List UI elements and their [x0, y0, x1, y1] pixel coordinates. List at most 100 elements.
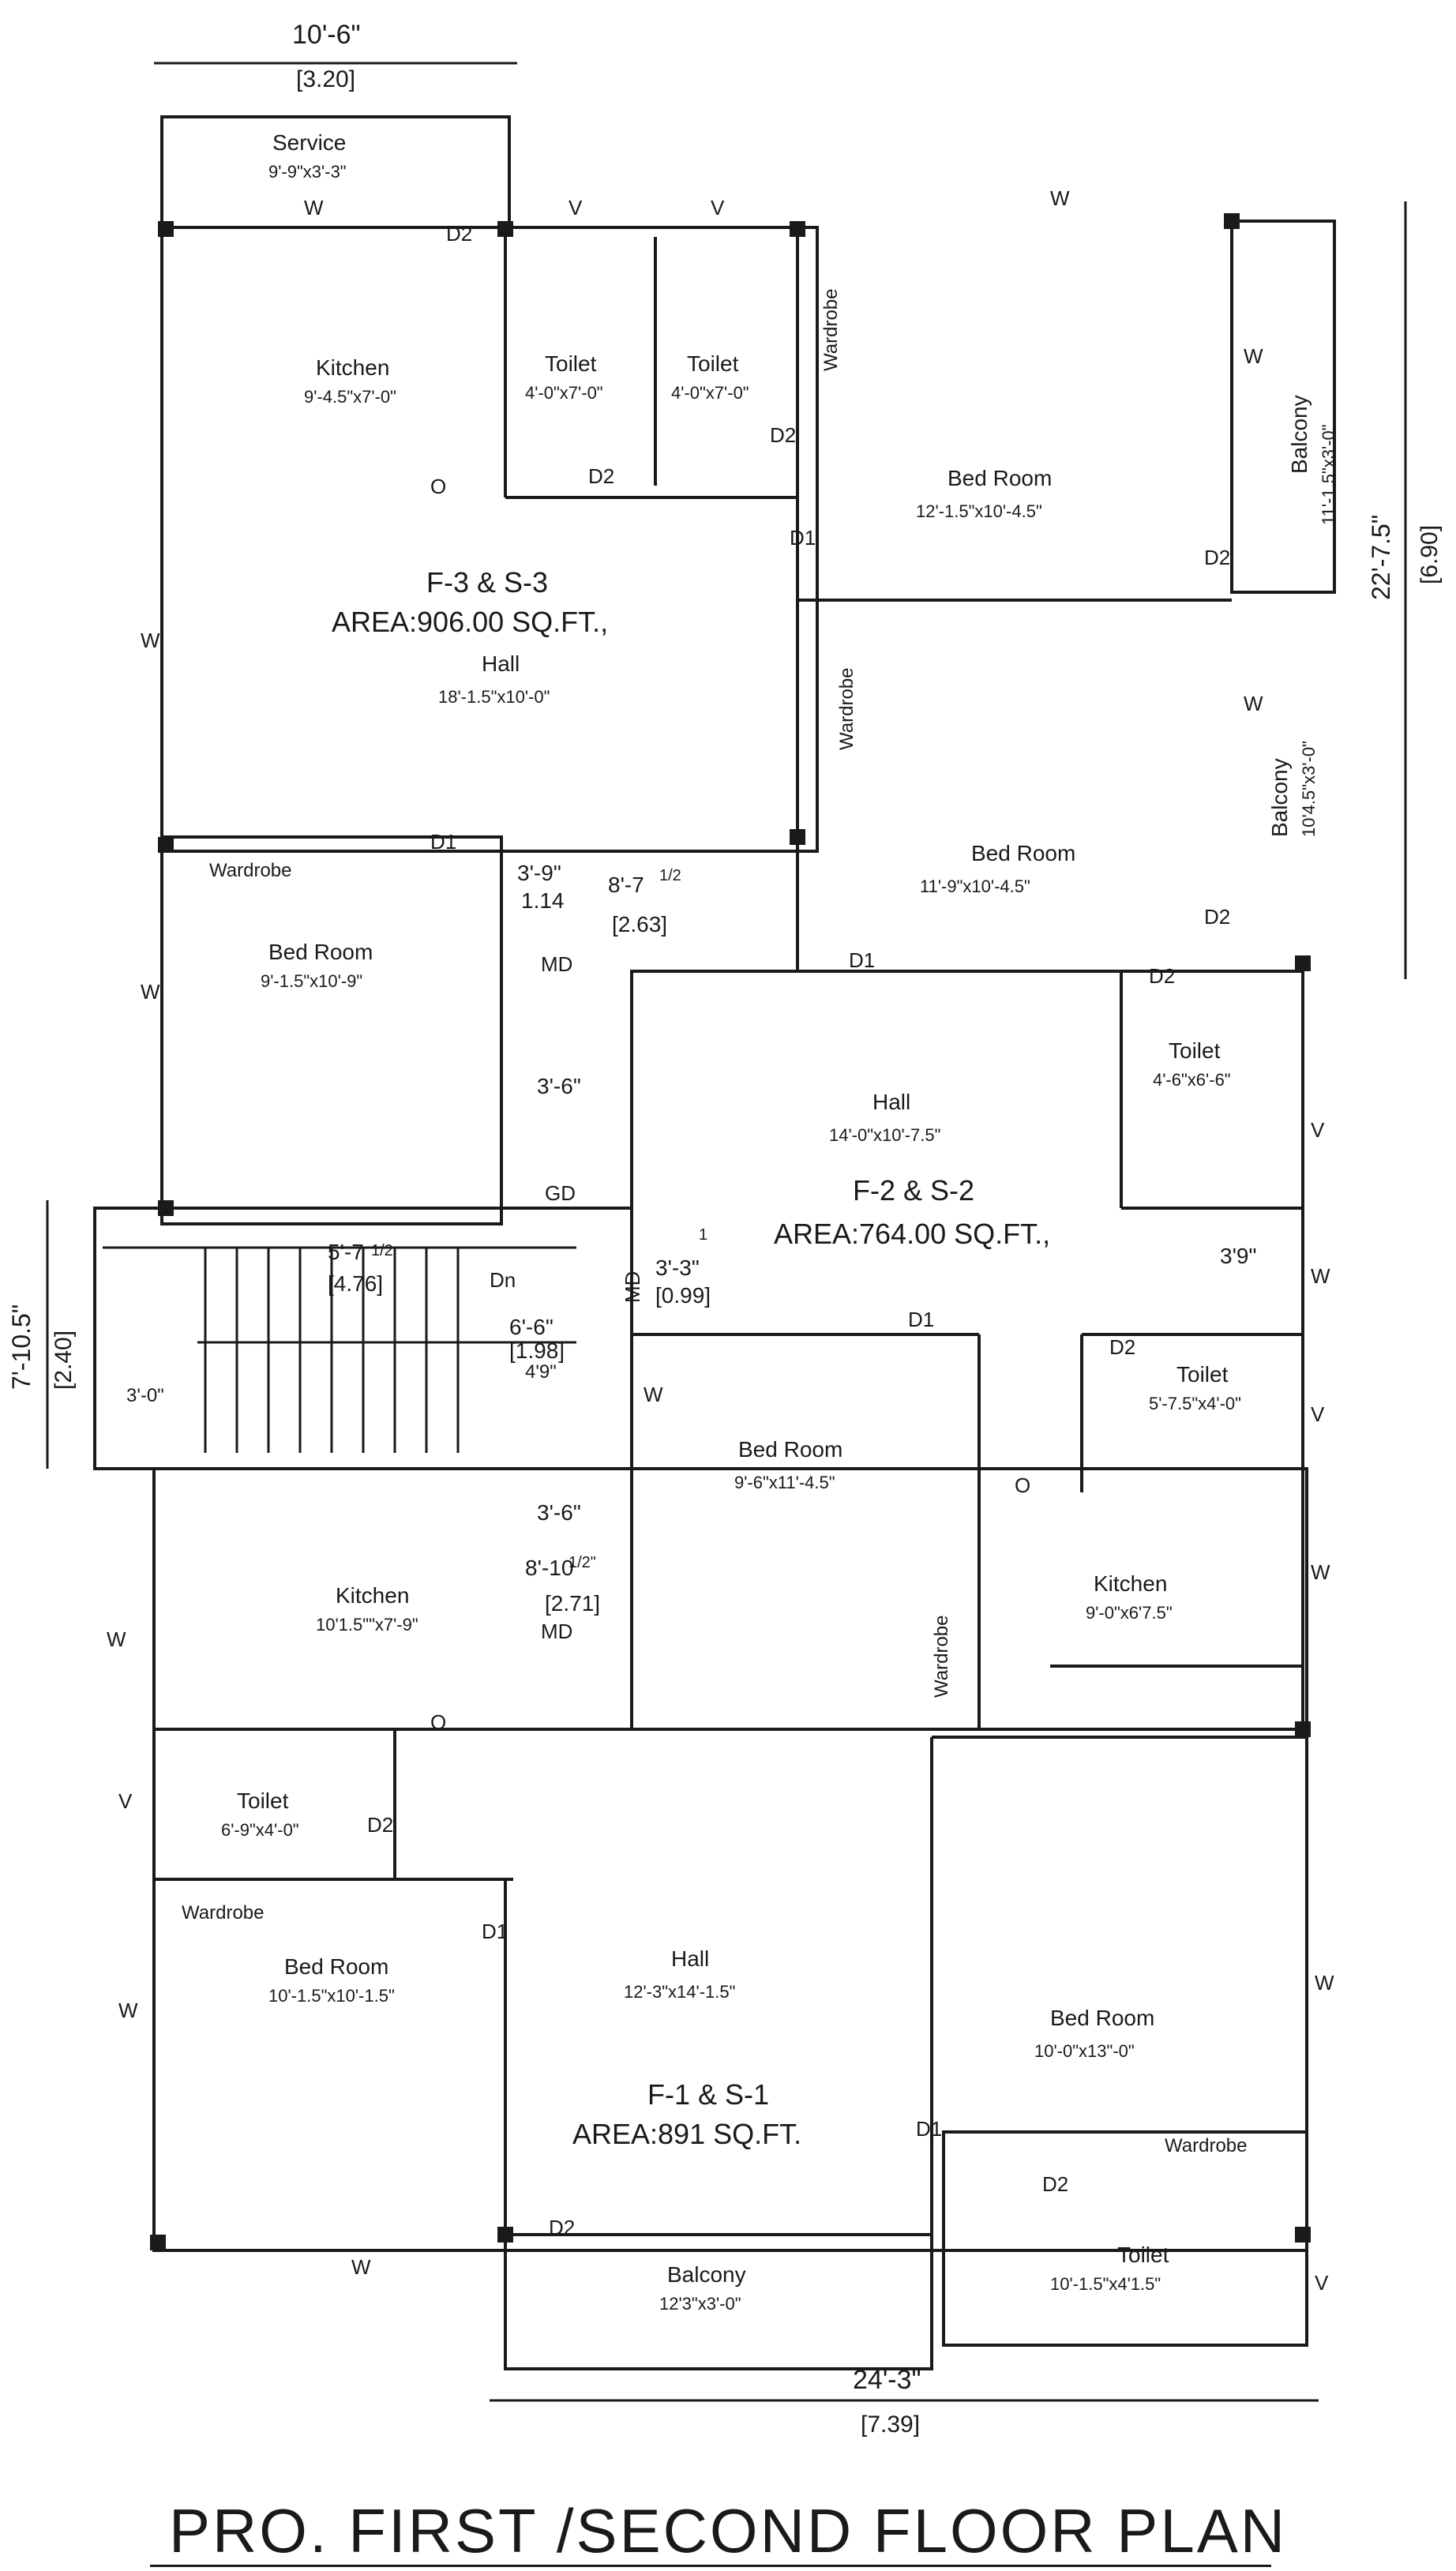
- stair-dim-m: [0.99]: [655, 1283, 711, 1308]
- stair-dim-frac: 1/2": [569, 1554, 596, 1571]
- room-name: Service: [272, 130, 346, 155]
- room-name: Toilet: [545, 351, 597, 376]
- stair-dim: 3'-3": [655, 1255, 700, 1280]
- wall-f3-block: [160, 226, 819, 853]
- stair-dim: 3'-0": [126, 1385, 164, 1406]
- room-name: Kitchen: [336, 1583, 409, 1608]
- wall-balcony-top-right: [1230, 220, 1336, 594]
- wall-f3-bedroom: [160, 835, 503, 1225]
- wardrobe-label: Wardrobe: [1165, 2135, 1247, 2156]
- dim-left-ft: 7'-10.5": [7, 1304, 36, 1390]
- room-size: 5'-7.5"x4'-0": [1149, 1394, 1241, 1413]
- vent-label: V: [569, 196, 583, 220]
- wardrobe-label: Wardrobe: [820, 289, 842, 371]
- room-size: 6'-9"x4'-0": [221, 1820, 299, 1840]
- room-labels: Service 9'-9"x3'-3" Kitchen 9'-4.5"x7'-0…: [221, 130, 1338, 2314]
- wardrobe-label: Wardrobe: [836, 668, 857, 750]
- room-size: 14'-0"x10'-7.5": [829, 1125, 940, 1145]
- main-door-label: MD: [541, 1620, 572, 1643]
- wall-f1-balcony: [504, 2233, 933, 2370]
- wall-f2-block: [630, 970, 1304, 1731]
- flat-name-f1: F-1 & S-1: [647, 2078, 769, 2111]
- down-label: Dn: [490, 1268, 516, 1292]
- room-name: Toilet: [237, 1788, 289, 1813]
- stair-dim-m: 1.14: [521, 888, 565, 913]
- stair-dim: 3'9": [1220, 1244, 1256, 1268]
- door-label: D2: [588, 464, 614, 488]
- flat-name-f2: F-2 & S-2: [853, 1174, 974, 1207]
- room-name: Hall: [482, 651, 520, 676]
- dim-right-ft: 22'-7.5": [1367, 515, 1395, 600]
- stair-dim: 5'-7: [328, 1240, 364, 1264]
- stair-dim: 6'-6": [509, 1315, 554, 1339]
- room-size: 4'-0"x7'-0": [525, 383, 603, 403]
- column-marker: O: [430, 475, 446, 498]
- wall-f1-block: [152, 1467, 1308, 2252]
- door-label: D1: [849, 948, 875, 972]
- window-label: W: [351, 2255, 371, 2279]
- vent-label: V: [1311, 1118, 1325, 1142]
- vent-label: V: [1315, 2271, 1329, 2295]
- room-size: 10'1.5""x7'-9": [316, 1615, 418, 1635]
- room-name: Toilet: [687, 351, 739, 376]
- wardrobe-label: Wardrobe: [182, 1902, 264, 1924]
- door-label: D2: [446, 222, 472, 246]
- stair-dim: 3'-6": [537, 1500, 581, 1525]
- column-marker: O: [430, 1710, 446, 1734]
- room-name: Bed Room: [284, 1954, 388, 1979]
- column-marker: O: [1015, 1473, 1030, 1497]
- room-size: 12'-3"x14'-1.5": [624, 1982, 735, 2002]
- room-name: Kitchen: [1094, 1571, 1167, 1596]
- page-title: PRO. FIRST /SECOND FLOOR PLAN: [168, 2496, 1288, 2565]
- stair-dim-frac: 1: [699, 1226, 707, 1244]
- window-label: W: [118, 1999, 138, 2022]
- door-label: D2: [367, 1813, 393, 1837]
- wall-f1-toilet: [942, 2130, 1308, 2347]
- room-size: 9'-0"x6'7.5": [1086, 1603, 1173, 1623]
- wardrobe-label: Wardrobe: [209, 860, 291, 881]
- door-label: D1: [430, 830, 456, 854]
- dim-top-m: [3.20]: [296, 66, 355, 92]
- door-label: D2: [1042, 2172, 1068, 2196]
- stair-dim-frac: 1/2: [659, 867, 681, 884]
- stair-dim: 4'9": [525, 1361, 557, 1383]
- dim-right-m: [6.90]: [1417, 525, 1443, 584]
- room-size: 18'-1.5"x10'-0": [438, 687, 550, 707]
- door-label: D2: [1149, 964, 1175, 988]
- wardrobe-label: Wardrobe: [931, 1616, 952, 1698]
- window-label: W: [141, 980, 160, 1004]
- main-door-label: MD: [541, 952, 572, 976]
- stair-dim: 8'-10: [525, 1556, 573, 1580]
- door-label: D1: [790, 526, 816, 550]
- room-name: Bed Room: [268, 940, 373, 964]
- vent-label: V: [1311, 1402, 1325, 1426]
- flat-area-f1: AREA:891 SQ.FT.: [572, 2118, 801, 2150]
- window-label: W: [107, 1627, 126, 1651]
- door-label: D2: [1204, 546, 1230, 569]
- window-label: W: [1244, 344, 1263, 368]
- columns: [150, 213, 1311, 2250]
- stair-dim-m: [1.98]: [509, 1338, 565, 1363]
- dim-left-m: [2.40]: [51, 1331, 77, 1390]
- wardrobes: Wardrobe Wardrobe Wardrobe Wardrobe Ward…: [182, 289, 1247, 2156]
- dim-bottom-m: [7.39]: [861, 2411, 920, 2438]
- room-name: Bed Room: [971, 841, 1075, 865]
- window-label: W: [141, 629, 160, 652]
- door-label: D1: [916, 2117, 942, 2141]
- window-label: W: [1311, 1264, 1330, 1288]
- stair-dim-m: [2.71]: [545, 1591, 600, 1616]
- door-label: D1: [908, 1308, 934, 1331]
- door-label: D2: [1204, 905, 1230, 929]
- room-name: Bed Room: [738, 1437, 842, 1462]
- window-label: W: [1311, 1560, 1330, 1584]
- room-size: 12'-1.5"x10'-4.5": [916, 501, 1042, 521]
- vent-label: V: [711, 196, 725, 220]
- grill-door-label: GD: [545, 1181, 576, 1205]
- door-label: D2: [549, 2216, 575, 2239]
- room-size: 10'-0"x13"-0": [1034, 2041, 1135, 2061]
- room-name: Toilet: [1117, 2243, 1169, 2267]
- room-size: 10'-1.5"x4'1.5": [1050, 2274, 1161, 2294]
- room-size: 10'-1.5"x10'-1.5": [268, 1986, 395, 2006]
- room-name: Hall: [671, 1946, 709, 1971]
